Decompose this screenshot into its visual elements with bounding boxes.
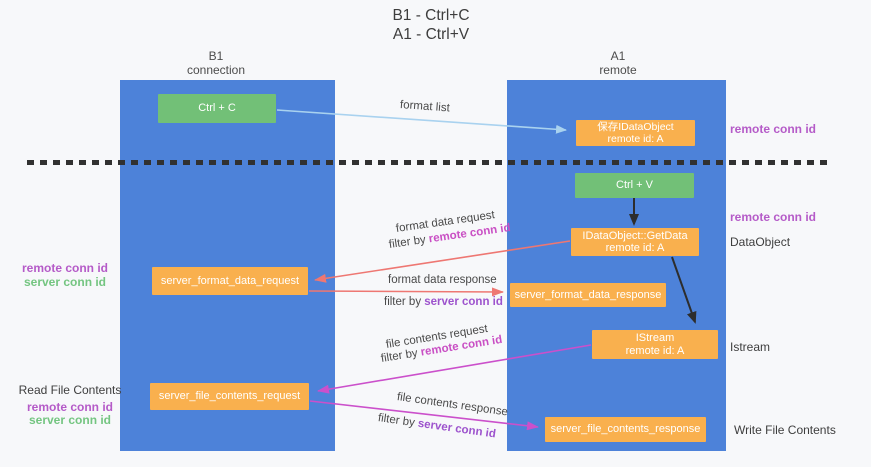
lifeline-header-a1: A1 remote [568, 49, 668, 77]
side-write-file-contents: Write File Contents [734, 423, 836, 437]
save-dataobject-box: 保存IDataObject remote id: A [576, 120, 695, 146]
server-file-contents-response-box: server_file_contents_response [545, 417, 706, 442]
filter-by-text: filter by [384, 296, 425, 308]
ctrl-v-label: Ctrl + V [616, 179, 653, 192]
side-remote-conn-id-top: remote conn id [730, 122, 817, 136]
side-left-conn-ids: remote conn id server conn id [22, 261, 109, 289]
lifeline-b1-subtitle: connection [186, 63, 246, 77]
server-file-contents-response-label: server_file_contents_response [550, 423, 701, 436]
ctrl-c-label: Ctrl + C [198, 102, 236, 115]
save-dataobject-line2: remote id: A [607, 133, 664, 145]
side-server-conn-id-bottom: server conn id [28, 413, 112, 427]
lifeline-a1-subtitle: remote [599, 63, 637, 77]
label-format-data-response: format data response [388, 274, 497, 286]
side-remote-conn-id-mid: remote conn id [730, 210, 817, 224]
arrow-format-data-request [314, 240, 571, 283]
arrow-getdata-to-istream [671, 256, 697, 324]
dashed-divider [27, 160, 832, 165]
istream-line1: IStream [635, 332, 675, 344]
server-format-data-request-label: server_format_data_request [160, 274, 300, 287]
ctrl-c-box: Ctrl + C [158, 94, 276, 123]
istream-line2: remote id: A [625, 344, 685, 357]
side-remote-conn-id-bottom: remote conn id [26, 399, 113, 414]
side-istream: Istream [730, 340, 771, 354]
server-file-contents-request-box: server_file_contents_request [150, 383, 309, 410]
save-dataobject-line1: 保存IDataObject [597, 120, 674, 133]
ctrl-v-box: Ctrl + V [575, 173, 694, 198]
side-server-conn-id-left: server conn id [23, 274, 107, 289]
getdata-line1: IDataObject::GetData [582, 229, 688, 242]
server-format-data-request-box: server_format_data_request [152, 267, 308, 295]
getdata-line2: remote id: A [605, 242, 665, 254]
getdata-box: IDataObject::GetData remote id: A [571, 228, 699, 256]
side-read-file-contents-group: Read File Contents remote conn id server… [18, 383, 122, 428]
lifeline-b1-title: B1 [208, 49, 224, 63]
server-conn-id-text: server conn id [424, 296, 503, 308]
arrow-format-list [276, 109, 567, 134]
label-filter-server-conn-id-1: filter by server conn id [384, 296, 503, 308]
lifeline-header-b1: B1 connection [166, 49, 266, 77]
arrow-file-contents-request [317, 344, 592, 394]
side-read-file-contents: Read File Contents [18, 383, 122, 397]
side-dataobject: DataObject [730, 235, 791, 249]
lifeline-a1-title: A1 [610, 49, 626, 63]
side-remote-conn-id-left: remote conn id [22, 261, 109, 275]
server-format-data-response-label: server_format_data_response [514, 288, 662, 301]
server-format-data-response-box: server_format_data_response [510, 283, 666, 307]
server-file-contents-request-label: server_file_contents_request [158, 390, 301, 403]
title-line-1: B1 - Ctrl+C [392, 7, 470, 24]
istream-box: IStream remote id: A [592, 330, 718, 359]
diagram-title: B1 - Ctrl+C A1 - Ctrl+V [331, 6, 531, 44]
arrow-format-data-response [308, 287, 504, 297]
arrow-file-contents-response [309, 400, 539, 431]
title-line-2: A1 - Ctrl+V [392, 26, 470, 43]
